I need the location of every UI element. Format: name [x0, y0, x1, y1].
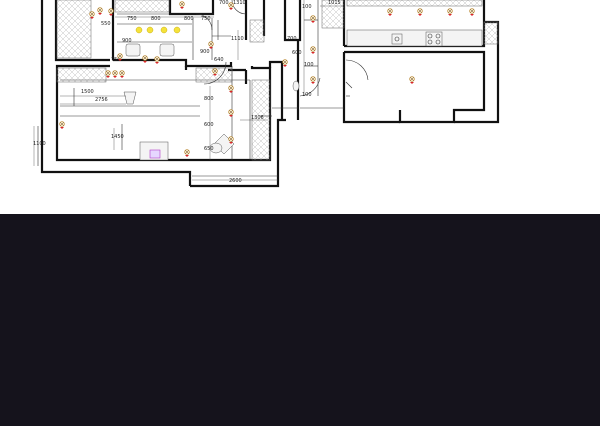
- socket-symbol-f13: [212, 68, 218, 76]
- empty-dark-area: [0, 214, 600, 426]
- socket-symbol-f24: [447, 8, 453, 16]
- dimension-label-d650: 650: [204, 146, 214, 152]
- socket-symbol-f26: [409, 76, 415, 84]
- socket-symbol-f22: [387, 8, 393, 16]
- ceiling-light-l2: [146, 26, 154, 34]
- ceiling-light-l3: [160, 26, 168, 34]
- socket-symbol-f19: [310, 15, 316, 23]
- dimension-label-d800: 800: [151, 16, 161, 22]
- ceiling-light-l4: [173, 26, 181, 34]
- dimension-label-d900: 900: [200, 49, 210, 55]
- socket-symbol-f18: [184, 149, 190, 157]
- dimension-label-d100c: 100: [304, 62, 314, 68]
- socket-symbol-f5: [228, 2, 234, 10]
- socket-symbol-f3: [89, 11, 95, 19]
- socket-symbol-f10: [112, 70, 118, 78]
- electrical-fixtures: [59, 1, 475, 157]
- dimension-label-d1450: 1450: [111, 134, 124, 140]
- dimension-label-d1110: 1110: [231, 36, 244, 42]
- socket-symbol-f15: [228, 109, 234, 117]
- socket-symbol-f12: [117, 53, 123, 61]
- dimension-lines: [33, 0, 344, 181]
- socket-symbol-f2: [108, 8, 114, 16]
- door-swings: [195, 0, 369, 97]
- socket-symbol-f1: [97, 7, 103, 15]
- socket-symbol-f9: [105, 70, 111, 78]
- socket-symbol-f4: [179, 1, 185, 9]
- dimension-label-d1500: 1500: [81, 89, 94, 95]
- socket-symbol-f11: [119, 70, 125, 78]
- dimension-label-d700: 700: [287, 36, 297, 42]
- dimension-label-d750a: 750: [127, 16, 137, 22]
- socket-symbol-f14: [228, 85, 234, 93]
- dimension-label-d600v: 600: [204, 122, 214, 128]
- socket-symbol-f23: [417, 8, 423, 16]
- socket-symbol-f27: [282, 59, 288, 67]
- dimension-label-d700b: 700: [219, 0, 229, 6]
- ceiling-lights: [135, 26, 181, 34]
- dimension-label-d600b: 600: [292, 50, 302, 56]
- dimension-label-d2756: 2756: [95, 97, 108, 103]
- socket-symbol-f7: [154, 56, 160, 64]
- socket-symbol-f6: [142, 55, 148, 63]
- dimension-label-d1015: 1015: [328, 0, 341, 6]
- socket-symbol-f16: [228, 136, 234, 144]
- dimension-label-d750b: 750: [201, 16, 211, 22]
- dimension-label-d2600: 2600: [229, 178, 242, 184]
- fixtures-drawn: [123, 31, 443, 161]
- socket-symbol-f21: [310, 76, 316, 84]
- cabinets: [56, 0, 499, 161]
- socket-symbol-f25: [469, 8, 475, 16]
- socket-symbol-f8: [208, 41, 214, 49]
- dimension-label-d800v: 800: [204, 96, 214, 102]
- ceiling-light-l1: [135, 26, 143, 34]
- dimension-label-d1306: 1306: [251, 115, 264, 121]
- dimension-label-d550: 550: [101, 21, 111, 27]
- dimension-label-d100b: 100: [302, 92, 312, 98]
- dimension-label-d800b: 800: [184, 16, 194, 22]
- dimension-label-d900v: 900: [122, 38, 132, 44]
- dimension-label-d1310: 1310: [233, 0, 246, 6]
- dimension-label-d750c: 750: [111, 57, 121, 63]
- dimension-label-d1100: 1100: [33, 141, 46, 147]
- dimension-label-d100a: 100: [302, 4, 312, 10]
- socket-symbol-f20: [310, 46, 316, 54]
- dimension-label-d640: 640: [214, 57, 224, 63]
- socket-symbol-f17: [59, 121, 65, 129]
